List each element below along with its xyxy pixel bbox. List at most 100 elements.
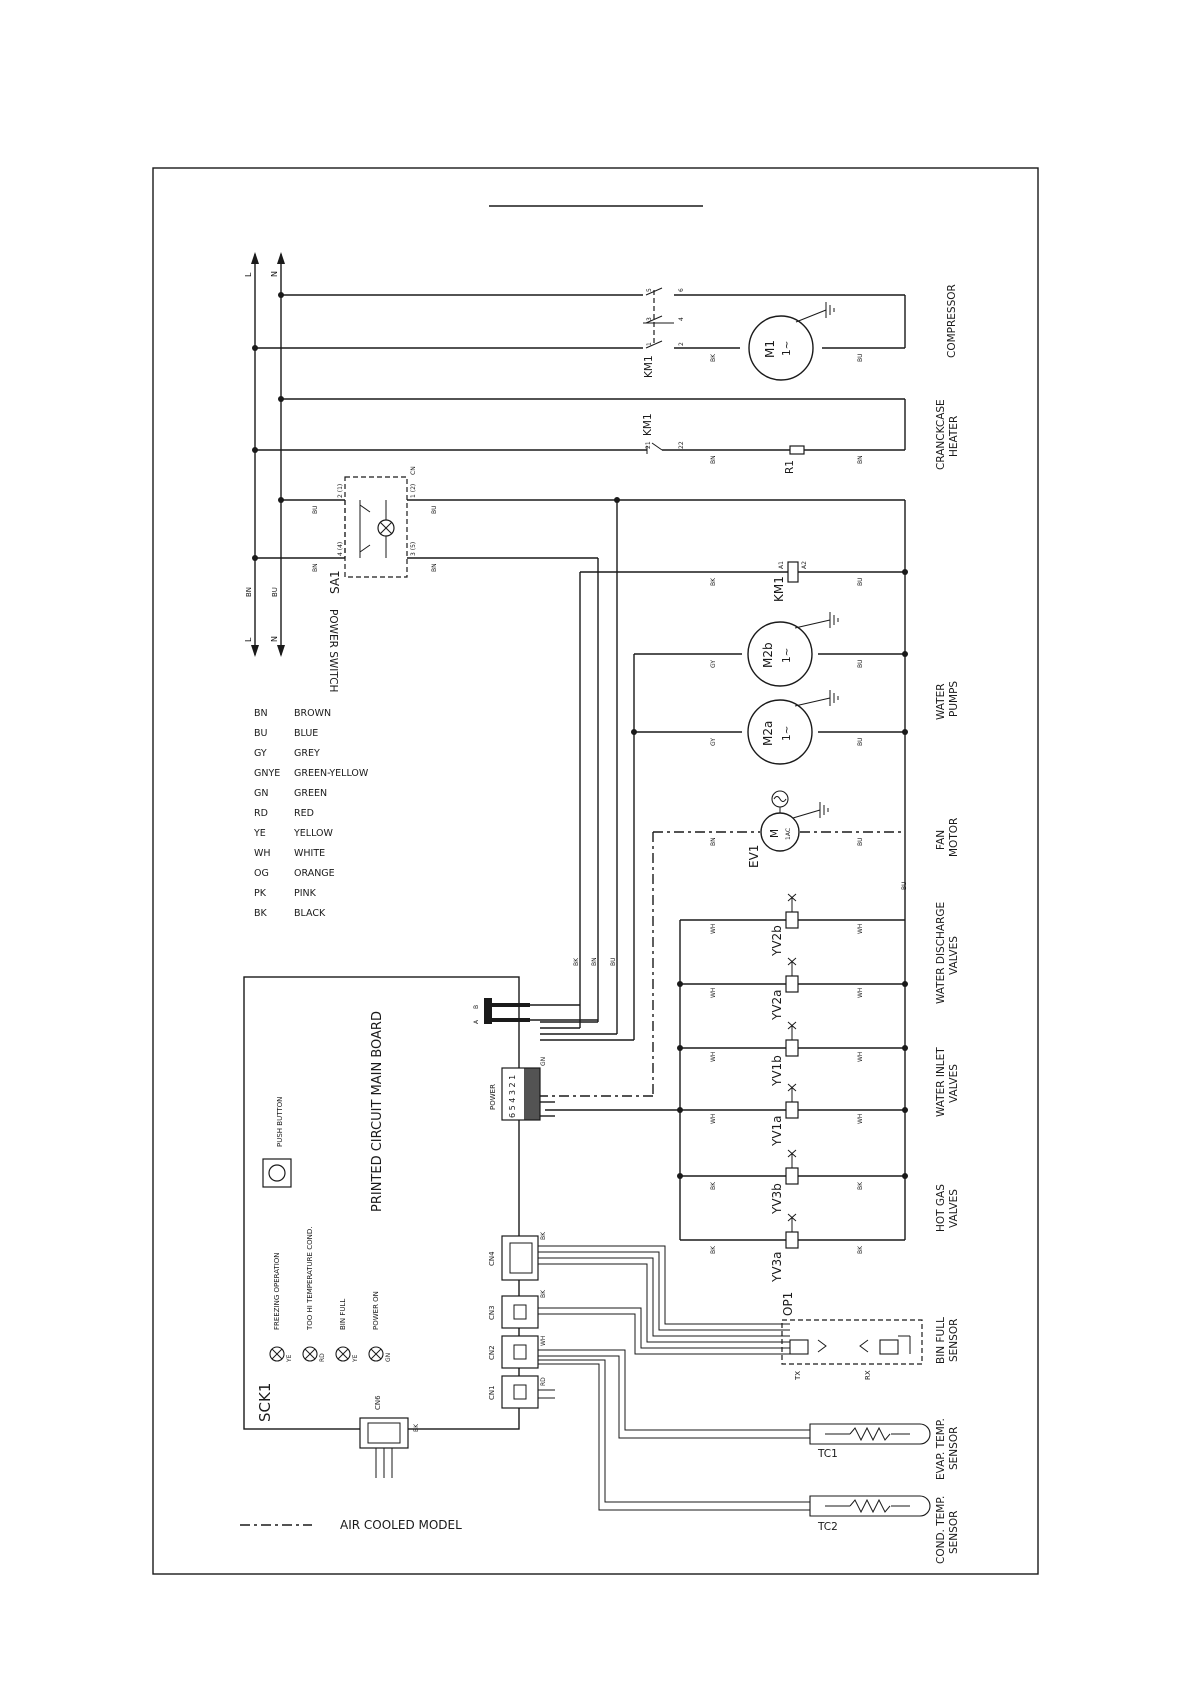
bin-full-sensor-box <box>781 1319 923 1365</box>
ps-bu-in: BU <box>312 505 319 514</box>
km1-a2: A2 <box>801 561 808 569</box>
yv3b-bk-2: BK <box>857 1181 864 1190</box>
tc1-ref: TC1 <box>817 1448 838 1460</box>
legend-name-2: GREY <box>294 748 320 759</box>
legend-code-6: YE <box>253 828 266 839</box>
bus-bu-wire: BU <box>901 881 908 890</box>
legend-code-5: RD <box>254 808 268 819</box>
inlet-label-2: VALVES <box>948 1064 960 1103</box>
discharge-label-1: WATER DISCHARGE <box>935 902 947 1004</box>
yv2b-wh-1: WH <box>710 924 717 934</box>
crankcase-bn-wire-1: BN <box>710 455 717 464</box>
ps-terminal-4: 4 (4) <box>337 542 344 556</box>
legend-name-8: ORANGE <box>294 868 335 879</box>
crankcase-bn-wire-2: BN <box>857 455 864 464</box>
pump-m2a-phase: 1~ <box>781 726 793 741</box>
led-bin-full-label: BIN FULL <box>339 1299 347 1330</box>
yv3a-bk-2: BK <box>857 1245 864 1254</box>
resistor-r1 <box>789 445 805 455</box>
pcb-main-board: PRINTED CIRCUIT MAIN BOARD SCK1 PUSH BUT… <box>243 976 555 1478</box>
yv2a-wh-2: WH <box>857 988 864 998</box>
valve-yv2a: WH WH YV2a <box>677 957 908 1021</box>
evap-label-1: EVAP. TEMP. <box>935 1418 947 1480</box>
crankcase-resistor-ref: R1 <box>784 460 796 474</box>
rail-l-top: L <box>244 272 253 277</box>
crankcase-heater-circuit: KM1 21 22 BN BN R1 CRANCKCASE HEATER <box>252 396 960 474</box>
ps-terminal-1: 1 (2) <box>410 484 417 498</box>
legend-name-4: GREEN <box>294 788 327 799</box>
yv1b-wh-2: WH <box>857 1052 864 1062</box>
push-button <box>262 1158 292 1188</box>
cn1-label: CN1 <box>488 1385 496 1400</box>
cn2-label: CN2 <box>488 1345 496 1360</box>
fan-motor-phase: 1AC <box>785 828 792 840</box>
yv3a-bk-1: BK <box>710 1245 717 1254</box>
crankcase-contact-ref: KM1 <box>642 413 654 436</box>
ps-label: POWER SWITCH <box>327 609 339 692</box>
crankcase-label-2: HEATER <box>948 416 960 457</box>
km1-bu-wire: BU <box>857 577 864 586</box>
compressor-circuit: M1 1~ KM1 5 6 3 4 1 2 BK BU COMPRESSOR <box>252 284 958 381</box>
ps-terminal-2: 2 (1) <box>337 484 344 498</box>
bin-full-tx-label: TX <box>794 1371 802 1381</box>
legend-code-10: BK <box>254 908 268 919</box>
led-too-hi-color: RD <box>319 1353 326 1362</box>
evap-temp-sensor: TC1 EVAP. TEMP. SENSOR <box>538 1349 960 1480</box>
fan-ref: EV1 <box>747 845 761 868</box>
pump-m2b-phase: 1~ <box>781 648 793 663</box>
power-switch-sa1: BU BN BU BN 2 (1) 1 (2) 4 (4) 3 (5) CN S… <box>252 466 905 692</box>
ps-ref: SA1 <box>328 570 342 594</box>
valve-yv1a: WH WH YV1a <box>545 1083 908 1147</box>
fan-label-1: FAN <box>935 830 947 850</box>
cn6-label: CN6 <box>374 1395 382 1410</box>
air-cooled-label: AIR COOLED MODEL <box>340 1518 462 1532</box>
legend-name-0: BROWN <box>294 708 331 719</box>
km1-coil <box>787 561 799 583</box>
compressor-motor-phase: 1~ <box>781 341 793 356</box>
cond-label-1: COND. TEMP. <box>935 1496 947 1564</box>
cond-temp-sensor: TC2 COND. TEMP. SENSOR <box>538 1359 960 1564</box>
bin-full-label-1: BIN FULL <box>935 1317 947 1364</box>
ps-terminal-3: 3 (5) <box>410 542 417 556</box>
legend-code-1: BU <box>254 728 268 739</box>
compressor-motor <box>748 315 814 381</box>
cn6-bk: BK <box>413 1423 420 1432</box>
valve-yv3b: BK BK YV3b <box>677 1149 908 1215</box>
yv1b-ref: YV1b <box>770 1055 784 1087</box>
cond-label-2: SENSOR <box>948 1511 960 1554</box>
bin-full-ref: OP1 <box>781 1292 795 1316</box>
legend-name-9: PINK <box>294 888 317 899</box>
yv3a-ref: YV3a <box>770 1251 784 1283</box>
legend-code-0: BN <box>254 708 268 719</box>
ps-bu-out: BU <box>431 505 438 514</box>
pcb-ref: SCK1 <box>256 1383 274 1422</box>
color-legend: BN BROWN BU BLUE GY GREY GNYE GREEN-YELL… <box>240 708 462 1532</box>
led-freezing-color: YE <box>286 1354 293 1363</box>
rail-l-bottom: L <box>244 637 253 642</box>
pump-m2a-ref: M2a <box>761 721 775 746</box>
hotgas-label-1: HOT GAS <box>935 1184 947 1232</box>
led-bin-full-color: YE <box>352 1354 359 1363</box>
valve-yv2b: WH WH YV2b <box>680 893 905 957</box>
legend-name-6: YELLOW <box>293 828 334 839</box>
pcb-supply-bu: BU <box>610 957 617 966</box>
pump-m2b <box>747 621 813 687</box>
cn1-rd: RD <box>540 1377 547 1386</box>
bin-full-rx <box>879 1339 899 1355</box>
pcb-supply-wires: BK BN BU GN <box>488 500 654 1117</box>
crankcase-terminal-22: 22 <box>678 441 685 449</box>
fan-label-2: MOTOR <box>948 818 960 857</box>
right-common-bus: BU <box>901 500 908 1240</box>
rail-n-bottom: N <box>270 636 279 642</box>
fan-bu-wire: BU <box>857 837 864 846</box>
cn2-wh: WH <box>540 1336 547 1346</box>
km1-a1: A1 <box>778 561 785 569</box>
yv1a-wh-2: WH <box>857 1114 864 1124</box>
push-button-circle <box>268 1164 286 1182</box>
legend-code-7: WH <box>254 848 271 859</box>
compressor-bk-wire: BK <box>710 353 717 362</box>
yv2b-ref: YV2b <box>770 925 784 957</box>
ps-bn-in: BN <box>312 563 319 572</box>
power-connector-pins: 6 5 4 3 2 1 <box>508 1075 517 1118</box>
